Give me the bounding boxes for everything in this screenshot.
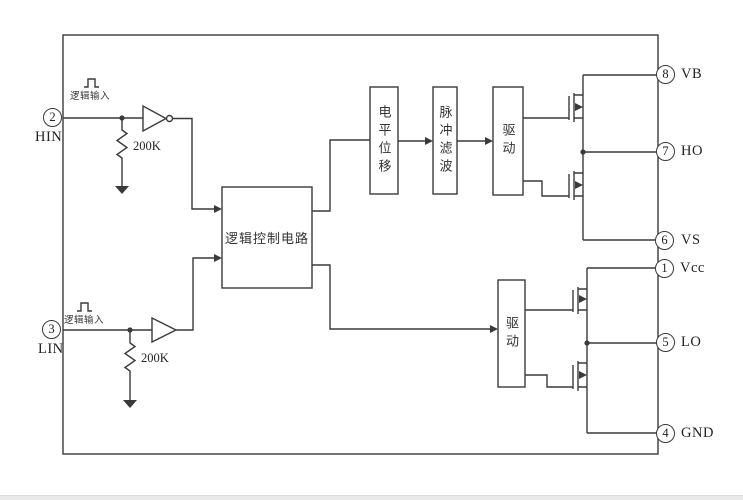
pin-1-circle: 1 [655, 259, 674, 278]
hin-to-logic-wire [172, 117, 214, 210]
driverhigh-out-bottom [523, 180, 569, 197]
pin-8-number: 8 [662, 67, 669, 82]
hin-pulldown-resistor [115, 118, 129, 186]
pin-8-circle: 8 [656, 65, 675, 84]
pulse-waveform-icon-bottom [77, 302, 92, 312]
mosfet-ls2-arrow [579, 371, 587, 379]
logic-to-driverlow-wire [312, 264, 490, 330]
lin-pulldown-resistor [123, 330, 137, 400]
pin-7-label: HO [681, 143, 703, 159]
pin-6-number: 6 [661, 233, 668, 248]
logic-to-levelshift-wire [312, 139, 370, 212]
mosfet-hs1-arrow [575, 103, 583, 111]
arrow-into-pulse-filter [425, 137, 433, 145]
lo-junction-dot [584, 340, 590, 346]
arrow-into-driver-low [490, 325, 498, 333]
ho-junction-dot [580, 149, 586, 155]
pin-5-circle: 5 [656, 333, 675, 352]
mosfet-hs1-stubs [574, 94, 583, 119]
pulse-filter-label: 脉冲滤波 [437, 104, 453, 177]
page-bottom-bar [0, 495, 743, 500]
pin-2-number: 2 [49, 110, 56, 125]
pin-2-label: HIN [35, 129, 63, 145]
mosfet-hs2-arrow [575, 181, 583, 189]
mosfet-ls1-arrow [579, 295, 587, 303]
pin-2-circle: 2 [43, 108, 62, 127]
arrow-into-logic-top [214, 205, 222, 213]
lin-junction-dot [127, 327, 133, 333]
pin-4-circle: 4 [656, 424, 675, 443]
mosfet-hs2-stubs [574, 172, 583, 197]
hin-inverter-bubble [165, 114, 174, 123]
pin-7-circle: 7 [656, 142, 675, 161]
mosfet-ls1-stubs [578, 288, 587, 311]
pulse-waveform-icon-top [84, 78, 99, 88]
pin-5-number: 5 [662, 335, 669, 350]
pin-3-circle: 3 [42, 320, 61, 339]
pin-5-label: LO [681, 334, 702, 350]
pin-1-label: Vcc [680, 260, 705, 276]
resistor-value-bottom: 200K [141, 351, 169, 365]
lin-buffer [151, 316, 178, 344]
level-shift-label: 电平位移 [376, 104, 392, 177]
hin-inverter [142, 104, 168, 133]
pin-6-circle: 6 [655, 231, 674, 250]
driver-low-label: 驱动 [504, 315, 519, 352]
driver-high-label: 驱动 [500, 123, 516, 159]
pin-4-number: 4 [662, 426, 669, 441]
pin-8-label: VB [681, 66, 703, 82]
pin-4-label: GND [681, 425, 714, 441]
mosfet-ls2-stubs [578, 362, 587, 388]
pin-6-label: VS [681, 232, 701, 248]
pin-1-number: 1 [661, 261, 668, 276]
logic-input-label-bottom: 逻辑输入 [64, 315, 105, 326]
arrow-into-driver-high [485, 137, 493, 145]
resistor-value-top: 200K [133, 139, 161, 153]
arrow-into-logic-bottom [214, 254, 222, 262]
pin-3-number: 3 [48, 322, 55, 337]
hin-junction-dot [119, 115, 125, 121]
driverlow-out-bottom [525, 374, 573, 388]
logic-control-box [221, 186, 313, 289]
pin-7-number: 7 [662, 144, 669, 159]
logic-control-label: 逻辑控制电路 [224, 231, 309, 246]
lin-to-logic-wire [176, 257, 214, 331]
logic-input-label-top: 逻辑输入 [70, 91, 111, 102]
pin-3-label: LIN [38, 341, 64, 357]
ground-arrow-bottom [123, 400, 137, 408]
ground-arrow-top [115, 186, 129, 194]
driver-low-box [497, 279, 526, 388]
